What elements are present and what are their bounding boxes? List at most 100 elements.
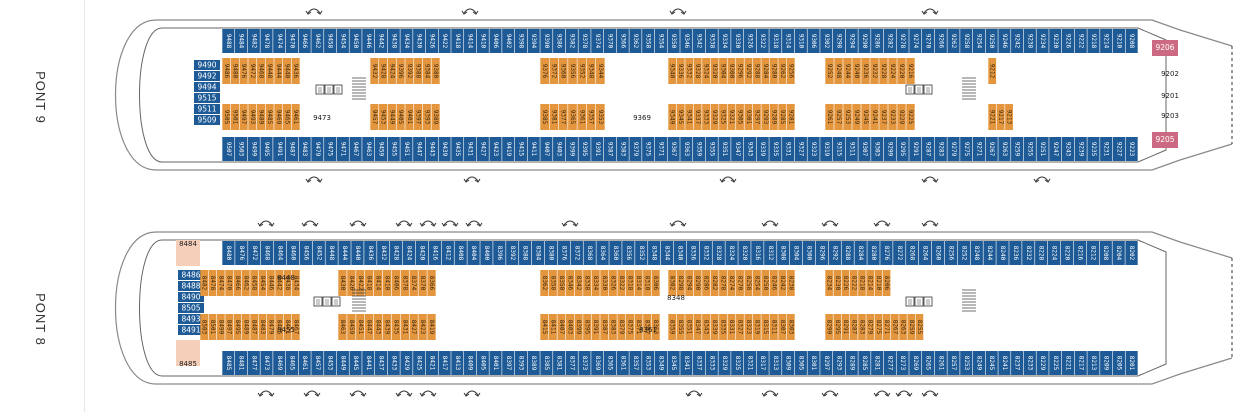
cabin-number-label: 8389: [530, 356, 537, 371]
inside-cabin-lower: [283, 314, 292, 340]
cabin-number-label: 9212: [989, 64, 996, 79]
cabin-number-label: 9339: [759, 142, 766, 157]
cabin-number-label: 8351: [686, 320, 693, 335]
outside-cabin-top: [553, 29, 566, 53]
outside-cabin-top: [815, 241, 829, 265]
elevator-icon: [322, 296, 332, 307]
arrow-head-icon: [476, 222, 483, 227]
outside-cabin-bottom: [349, 351, 362, 375]
cabin-number-label: 8366: [428, 276, 435, 291]
inside-cabin-upper: [719, 58, 727, 84]
elevator-icon: [917, 299, 921, 305]
cabin-number-label: 8289: [848, 356, 855, 371]
arrow-head-icon: [761, 222, 768, 227]
elevator-icon: [327, 87, 331, 93]
cabin-number-label: 8424: [406, 246, 413, 261]
inside-cabin-upper: [256, 58, 266, 84]
cabin-number-label: 9374: [594, 34, 601, 49]
outside-cabin-top: [648, 241, 661, 265]
cabin-number-label: 8332: [702, 246, 709, 261]
inside-cabin-upper: [786, 270, 795, 296]
outside-cabin-bottom: [972, 137, 986, 161]
cabin-number-label: 8393: [517, 356, 524, 371]
cabin-number-label: 9293: [762, 110, 769, 125]
cabin-number-label: 9451: [403, 142, 410, 157]
cabin-number-label: 9282: [886, 34, 893, 49]
cabin-number-label: 9214: [1103, 34, 1110, 49]
cabin-number-label: 9335: [772, 142, 779, 157]
inside-cabin-upper: [693, 58, 702, 84]
cabin-number-label: 9258: [963, 34, 970, 49]
outside-cabin-bottom: [527, 351, 540, 375]
arrow-head-icon: [349, 392, 356, 397]
outside-cabin-top: [820, 29, 833, 53]
cabin-number-label: 9334: [721, 34, 728, 49]
outside-cabin-top: [1074, 29, 1087, 53]
outside-cabin-bottom: [298, 137, 311, 161]
inside-cabin-upper: [248, 58, 257, 84]
outside-cabin-top: [506, 241, 519, 265]
outside-cabin-bottom: [1087, 137, 1100, 161]
outside-cabin-top: [1023, 29, 1036, 53]
cabin-number-label: 8499: [217, 320, 224, 335]
cabin-number-label: 9356: [569, 64, 576, 79]
cabin-number-label: 9367: [670, 142, 677, 157]
cabin-number-label: 9358: [645, 34, 652, 49]
outside-cabin-top: [1061, 29, 1075, 53]
inside-cabin-lower: [702, 314, 711, 340]
outside-cabin-top: [686, 241, 700, 265]
cabin-number-label: 9365: [569, 110, 576, 125]
arrow-head-icon: [465, 222, 472, 227]
outside-cabin-top: [425, 29, 438, 53]
cabin-number-label: 8337: [696, 356, 703, 371]
inside-cabin-lower: [769, 104, 778, 130]
outside-cabin-bottom: [540, 137, 553, 161]
cabin-number-label: 9486: [223, 64, 230, 79]
cabin-number-label: 9454: [339, 34, 346, 49]
cabin-number-label: 8453: [327, 356, 334, 371]
cabin-number-label: 9499: [250, 142, 257, 157]
inside-cabin-upper: [418, 270, 427, 296]
cabin-number-label: 8409: [467, 356, 474, 371]
cabin-number-label: 8377: [568, 356, 575, 371]
arrow-head-icon: [305, 10, 312, 15]
cabin-number-label: 8299: [826, 320, 833, 335]
stair-arrow-icon: [923, 8, 937, 14]
outside-cabin-bottom: [413, 351, 426, 375]
outside-cabin-top: [387, 29, 400, 53]
cabin-number-label: 8312: [767, 246, 774, 261]
outside-cabin-top: [489, 29, 502, 53]
cabin-number-label: 9399: [568, 142, 575, 157]
cabin-number-label: 8403: [567, 320, 574, 335]
cabin-number-label: 8407: [558, 320, 565, 335]
arrow-head-icon: [1044, 178, 1051, 183]
inside-cabin-lower: [291, 314, 300, 340]
cabin-number-label: 9311: [848, 142, 855, 157]
inside-cabin-lower: [825, 104, 834, 130]
aft-cabin-block: [194, 71, 220, 81]
outside-cabin-top: [591, 29, 604, 53]
cabin-number-label: 8315: [762, 320, 769, 335]
outside-cabin-bottom: [718, 137, 731, 161]
cabin-number-label: 8392: [509, 246, 516, 261]
cabin-number-label: 9321: [728, 110, 735, 125]
inside-cabin-upper: [870, 58, 879, 84]
outside-cabin-bottom: [400, 351, 413, 375]
cabin-number-label: 8220: [1064, 246, 1071, 261]
cabin-number-label: 8470: [226, 276, 233, 291]
cabin-number-label: 8258: [745, 276, 752, 291]
outside-cabin-bottom: [413, 137, 426, 161]
cabin-number-label: 8361: [619, 356, 626, 371]
inside-cabin-lower: [557, 314, 566, 340]
inside-cabin-lower: [583, 314, 592, 340]
outside-cabin-top: [544, 241, 558, 265]
cabin-number-label: 8437: [378, 356, 385, 371]
outside-cabin-top: [738, 241, 751, 265]
cabin-number-label: 9444: [275, 64, 282, 79]
cabin-number-label: 9465: [284, 110, 291, 125]
cabin-number-label: 9405: [397, 110, 404, 125]
cabin-number-label: 8202: [1128, 246, 1135, 261]
cabin-number-label: 8244: [986, 246, 993, 261]
elevator-icon: [908, 87, 912, 93]
outside-cabin-bottom: [820, 351, 833, 375]
